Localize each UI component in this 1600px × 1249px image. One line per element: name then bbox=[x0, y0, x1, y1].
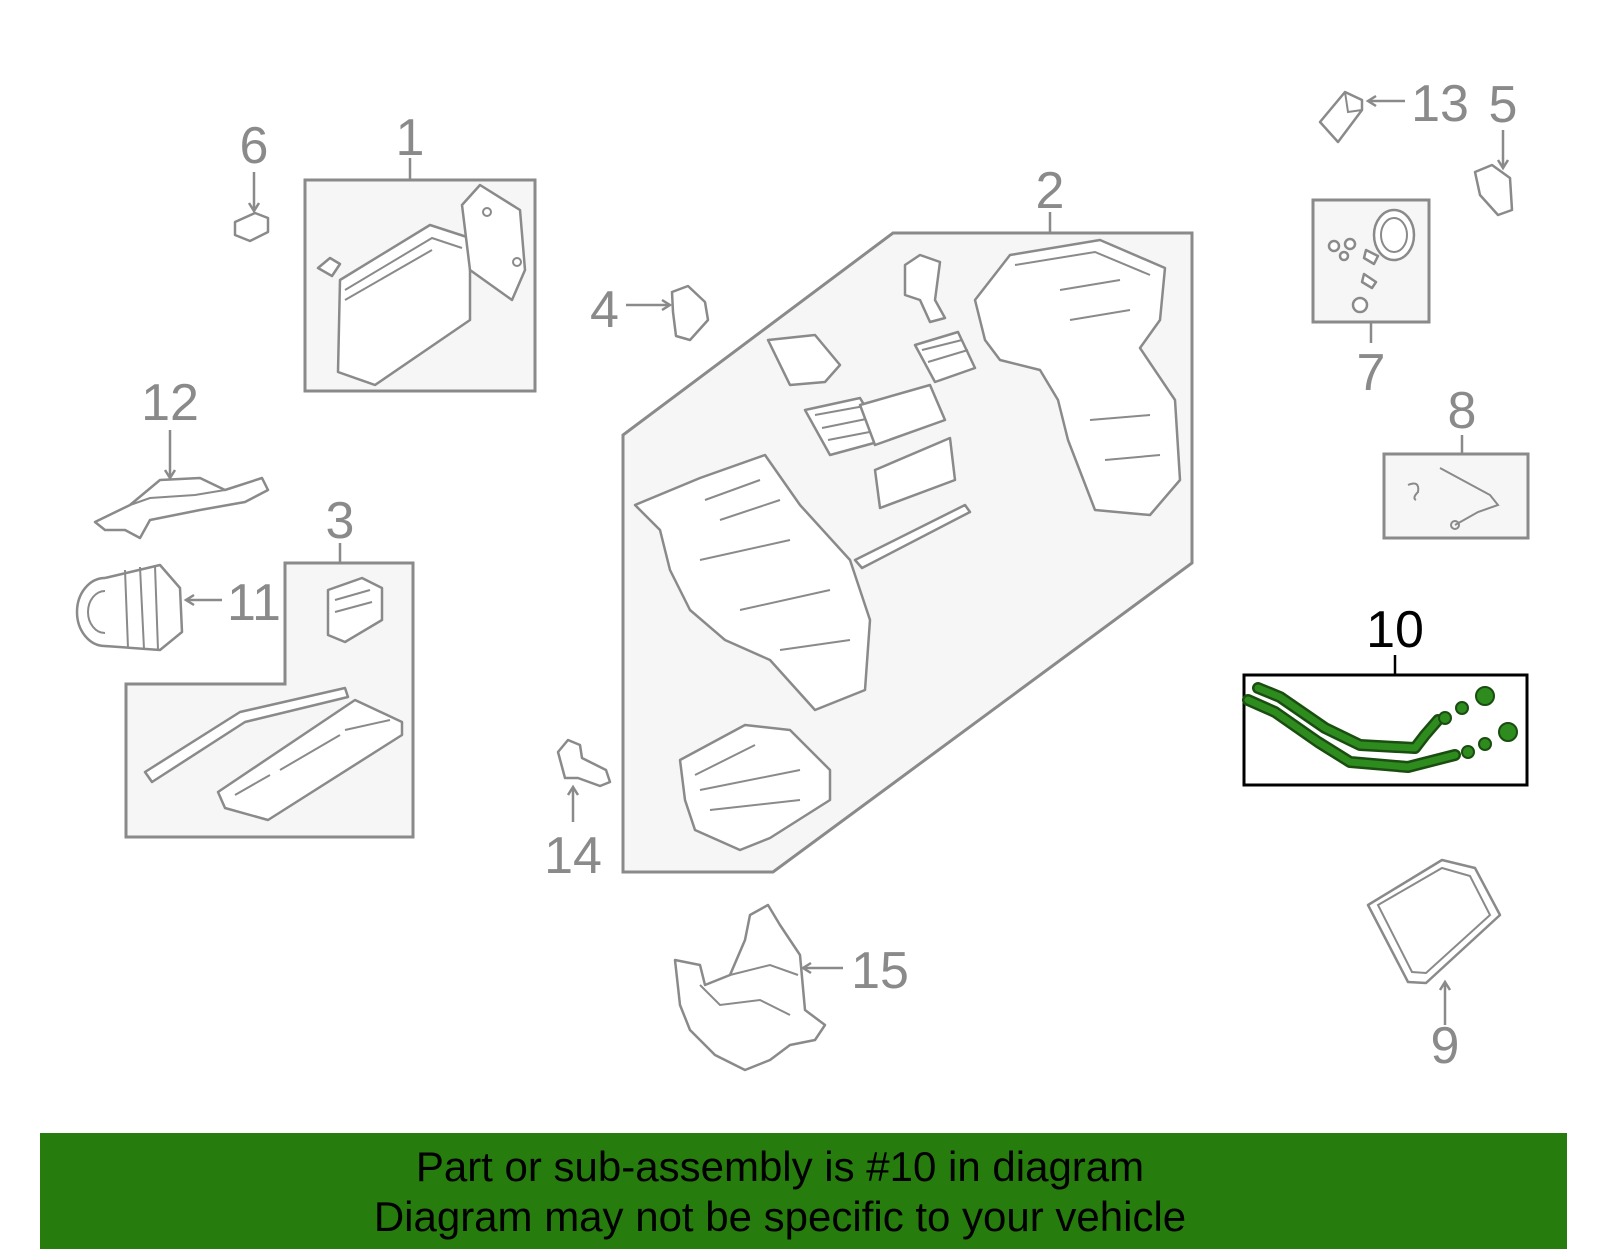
callout-5: 5 bbox=[1489, 76, 1518, 134]
part-14-group[interactable]: 14 bbox=[544, 738, 612, 885]
part-7-group[interactable]: 7 bbox=[1311, 198, 1431, 402]
banner-line-disclaimer: Diagram may not be specific to your vehi… bbox=[373, 1193, 1187, 1240]
part-5-group[interactable]: 5 bbox=[1473, 76, 1518, 217]
callout-9: 9 bbox=[1431, 1017, 1460, 1075]
callout-12: 12 bbox=[141, 374, 199, 432]
part-9-group[interactable]: 9 bbox=[1366, 858, 1502, 1075]
part-11-group[interactable]: 11 bbox=[75, 563, 281, 652]
callout-15: 15 bbox=[851, 942, 909, 1000]
callout-6: 6 bbox=[240, 117, 269, 175]
callout-4: 4 bbox=[590, 281, 619, 339]
part-8-group[interactable]: 8 bbox=[1382, 382, 1530, 540]
callout-10: 10 bbox=[1366, 601, 1424, 659]
callout-7: 7 bbox=[1357, 344, 1386, 402]
callout-1: 1 bbox=[396, 109, 425, 167]
callout-3: 3 bbox=[326, 492, 355, 550]
part-10-group[interactable]: 10 bbox=[1242, 601, 1529, 787]
part-2-group[interactable]: 2 bbox=[621, 162, 1194, 874]
part-13-group[interactable]: 13 bbox=[1318, 75, 1469, 144]
callout-14: 14 bbox=[544, 827, 602, 885]
banner-line-part: Part or sub-assembly is #10 in diagram bbox=[415, 1143, 1145, 1190]
part-12-group[interactable]: 12 bbox=[93, 374, 270, 540]
part-3-group[interactable]: 3 bbox=[124, 492, 415, 839]
info-banner: Part or sub-assembly is #10 in diagram D… bbox=[40, 1133, 1567, 1249]
callout-8: 8 bbox=[1448, 382, 1477, 440]
part-15-group[interactable]: 15 bbox=[673, 903, 909, 1072]
part-4-group[interactable]: 4 bbox=[590, 281, 710, 342]
callout-2: 2 bbox=[1036, 162, 1065, 220]
callout-13: 13 bbox=[1411, 75, 1469, 133]
callout-11: 11 bbox=[227, 574, 281, 632]
part-6-group[interactable]: 6 bbox=[233, 117, 270, 243]
part-1-group[interactable]: 1 bbox=[303, 109, 537, 393]
